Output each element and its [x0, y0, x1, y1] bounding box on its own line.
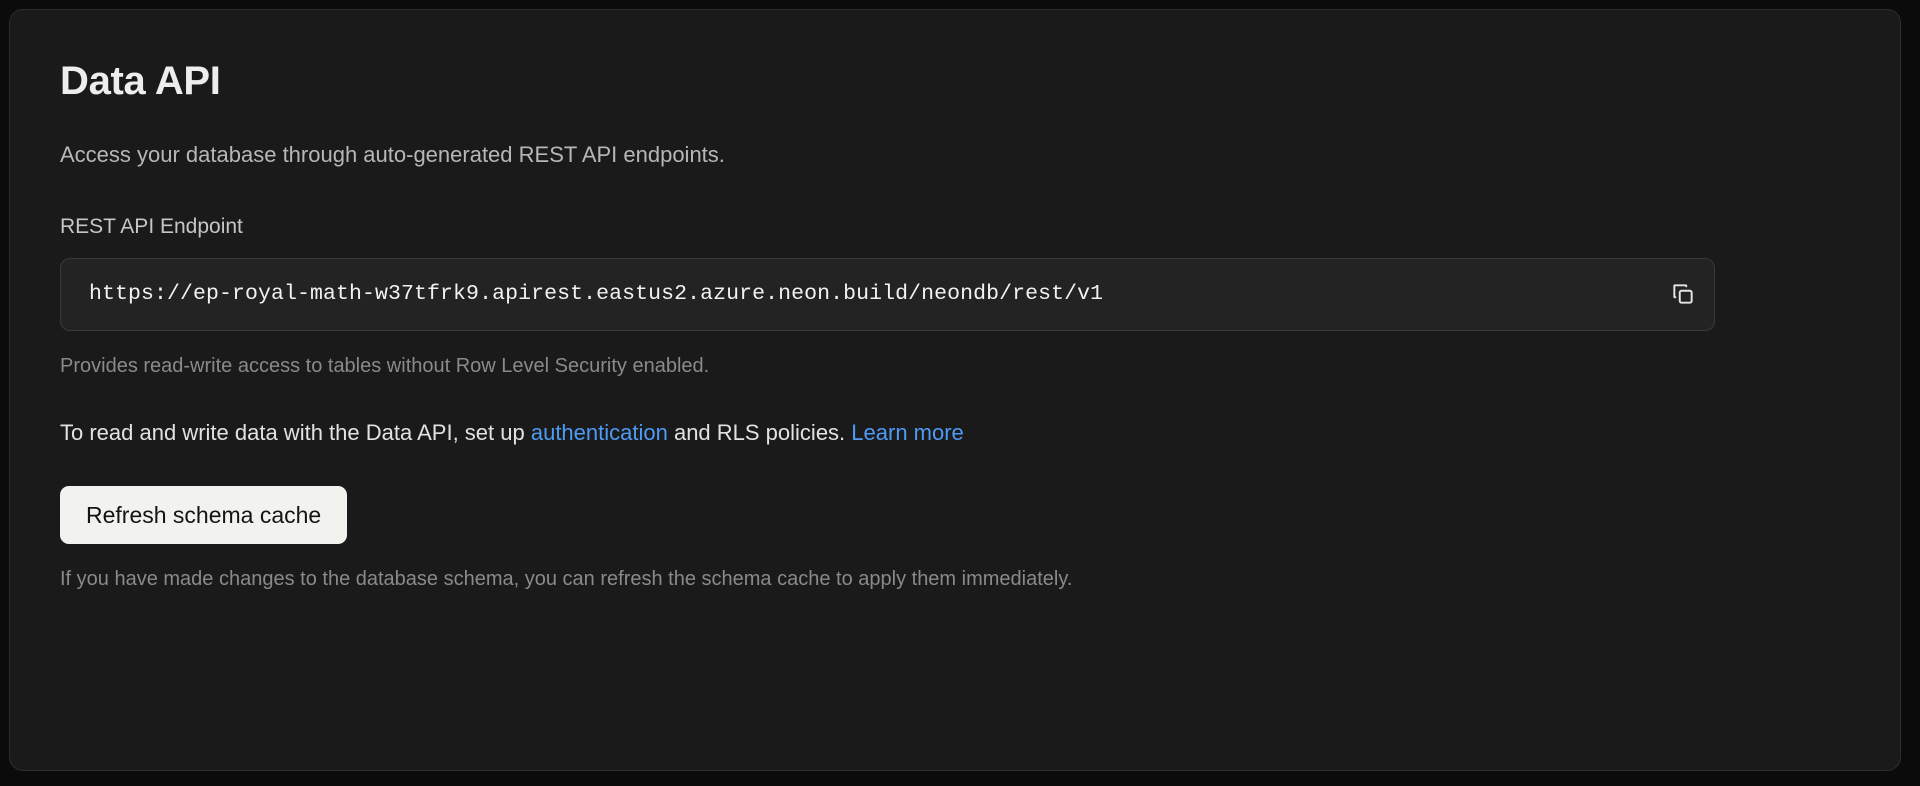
card-description: Access your database through auto-genera…	[60, 142, 725, 167]
endpoint-helper-text: Provides read-write access to tables wit…	[60, 354, 710, 377]
rest-api-endpoint-field[interactable]: https://ep-royal-math-w37tfrk9.apirest.e…	[60, 257, 1715, 331]
page-title: Data API	[60, 59, 221, 103]
rls-info-line: To read and write data with the Data API…	[60, 418, 1900, 448]
rest-api-endpoint-value[interactable]: https://ep-royal-math-w37tfrk9.apirest.e…	[89, 282, 1104, 307]
authentication-link[interactable]: authentication	[530, 419, 668, 445]
refresh-schema-cache-button[interactable]: Refresh schema cache	[60, 485, 348, 544]
learn-more-link[interactable]: Learn more	[851, 419, 964, 445]
copy-endpoint-button[interactable]	[1652, 258, 1714, 331]
copy-icon	[1670, 281, 1696, 307]
data-api-card: Data API Access your database through au…	[9, 9, 1901, 771]
refresh-footer-text: If you have made changes to the database…	[60, 567, 1073, 590]
info-text-middle: and RLS policies.	[667, 419, 852, 445]
info-text-before: To read and write data with the Data API…	[60, 419, 531, 445]
rest-api-endpoint-label: REST API Endpoint	[60, 214, 243, 238]
